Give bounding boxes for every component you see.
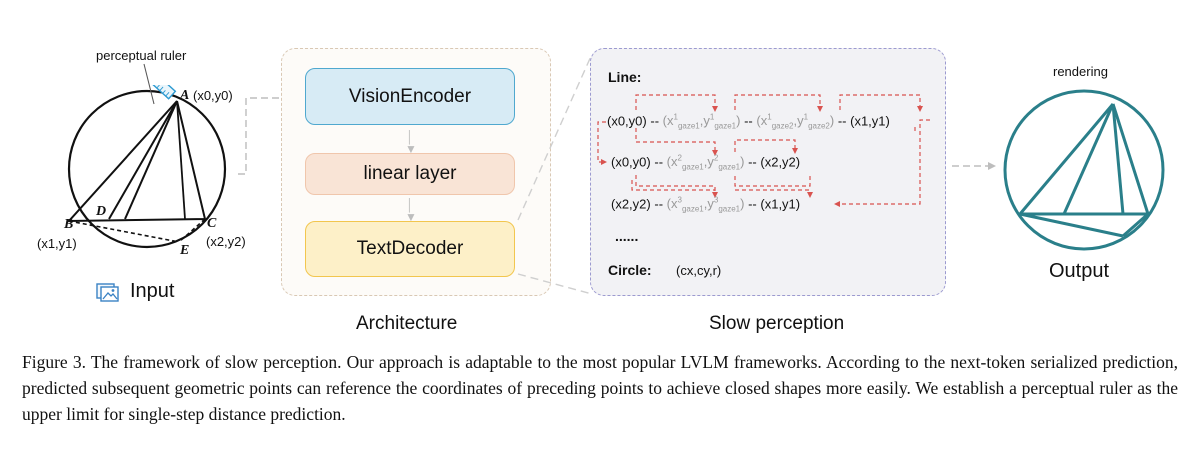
line-sequence-row-3: (x2,y2) -- (x3gaze1,y3gaze1) -- (x1,y1) [611, 196, 801, 214]
figure-caption: Figure 3. The framework of slow percepti… [22, 352, 1178, 424]
perceptual-ruler-label: perceptual ruler [96, 48, 187, 63]
vision-encoder-block: VisionEncoder [305, 68, 515, 125]
text-decoder-block: TextDecoder [305, 221, 515, 277]
slow-to-output-arrow [952, 162, 996, 170]
image-icon [96, 283, 119, 302]
gaze-connection-arrows [597, 94, 930, 207]
point-c-coord: (x2,y2) [206, 234, 246, 249]
line-sequence-row-1: (x0,y0) -- (x1gaze1,y1gaze1) -- (x1gaze2… [607, 113, 890, 131]
zoom-lines [517, 53, 593, 295]
arrow-down-1: │▼ [405, 130, 417, 156]
circle-title: Circle: [608, 262, 652, 278]
ellipsis: ...... [615, 228, 639, 244]
perceptual-ruler [126, 85, 177, 100]
point-e-label: E [180, 243, 190, 258]
input-geometry-figure [66, 85, 227, 249]
point-c-label: C [207, 216, 217, 231]
output-caption: Output [1049, 260, 1110, 282]
slow-perception-caption: Slow perception [709, 313, 845, 334]
point-a-label: A [180, 88, 190, 103]
architecture-caption: Architecture [356, 313, 458, 334]
ruler-leader-line [143, 63, 155, 105]
circle-value: (cx,cy,r) [676, 263, 722, 278]
line-sequence-row-2: (x0,y0) -- (x2gaze1,y2gaze1) -- (x2,y2) [611, 154, 801, 172]
rendering-label: rendering [1053, 64, 1108, 79]
linear-layer-block: linear layer [305, 153, 515, 195]
point-b-label: B [64, 217, 74, 232]
slow-perception-panel [590, 48, 946, 296]
point-a-coord: (x0,y0) [193, 88, 233, 103]
output-rendering-figure [1003, 89, 1165, 251]
input-caption: Input [130, 280, 175, 302]
input-triangle [66, 100, 207, 223]
line-title: Line: [608, 69, 642, 85]
arrow-down-2: │▼ [405, 198, 417, 224]
point-d-label: D [96, 204, 107, 219]
point-b-coord: (x1,y1) [37, 236, 77, 251]
input-circle [67, 89, 227, 249]
